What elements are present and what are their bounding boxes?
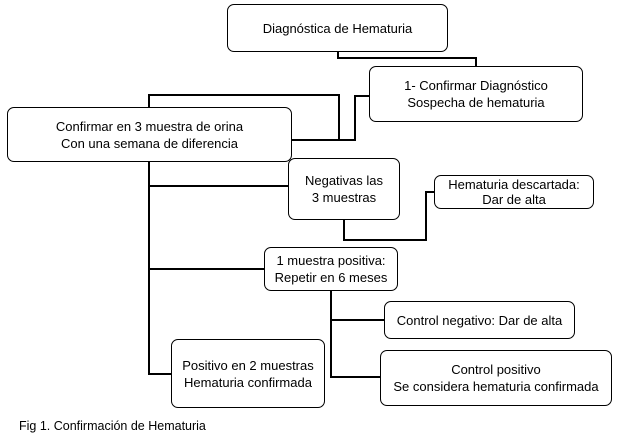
node-text: Control negativo: Dar de alta	[396, 312, 563, 328]
node-text: Dar de alta	[482, 192, 546, 207]
connector-negativas-to-descartada	[343, 191, 434, 241]
node-negativas: Negativas las 3 muestras	[288, 158, 400, 220]
connector-confirmar-diagnostico-to-confirmar-3-muestras	[292, 95, 369, 141]
node-confirmar-diagnostico: 1- Confirmar Diagnóstico Sospecha de hem…	[369, 66, 583, 122]
node-text: Positivo en 2 muestras	[182, 357, 314, 373]
node-text: Control positivo	[451, 362, 541, 377]
node-text: 1- Confirmar Diagnóstico	[404, 78, 548, 93]
connector-confirmar-3-muestras-to-positivo-2	[148, 269, 171, 375]
node-control-positivo: Control positivo Se considera hematuria …	[380, 350, 612, 406]
node-text: Hematuria descartada:	[448, 177, 580, 192]
connector-confirmar-3-muestras-to-negativas	[148, 162, 288, 187]
node-control-negativo: Control negativo: Dar de alta	[384, 301, 575, 339]
node-text: Diagnóstica de Hematuria	[262, 20, 413, 36]
node-positivo-2: Positivo en 2 muestras Hematuria confirm…	[171, 339, 325, 408]
node-text: Hematuria confirmada	[184, 374, 312, 390]
node-text: 3 muestras	[311, 190, 377, 205]
connector-una-positiva-to-control-positivo	[330, 320, 380, 378]
node-text: Confirmar en 3 muestra de orina	[55, 118, 244, 134]
node-text: 1 muestra positiva:	[276, 253, 386, 268]
node-text: Con una semana de diferencia	[60, 135, 239, 151]
connector-diagnostico-to-confirmar-diagnostico	[337, 52, 477, 66]
node-text: Se considera hematuria confirmada	[393, 379, 599, 394]
node-confirmar-3-muestras: Confirmar en 3 muestra de orina Con una …	[7, 107, 292, 162]
node-descartada: Hematuria descartada: Dar de alta	[434, 175, 594, 209]
node-text: Sospecha de hematuria	[407, 95, 545, 110]
node-diagnostico: Diagnóstica de Hematuria	[227, 4, 448, 52]
connector-confirmar-3-muestras-to-una-positiva	[148, 186, 264, 270]
node-text: Negativas las	[304, 173, 384, 188]
figure-caption: Fig 1. Confirmación de Hematuria	[19, 419, 206, 433]
connector-una-positiva-to-control-negativo	[330, 291, 384, 321]
node-text: Repetir en 6 meses	[274, 270, 388, 285]
node-una-positiva: 1 muestra positiva: Repetir en 6 meses	[264, 247, 398, 291]
